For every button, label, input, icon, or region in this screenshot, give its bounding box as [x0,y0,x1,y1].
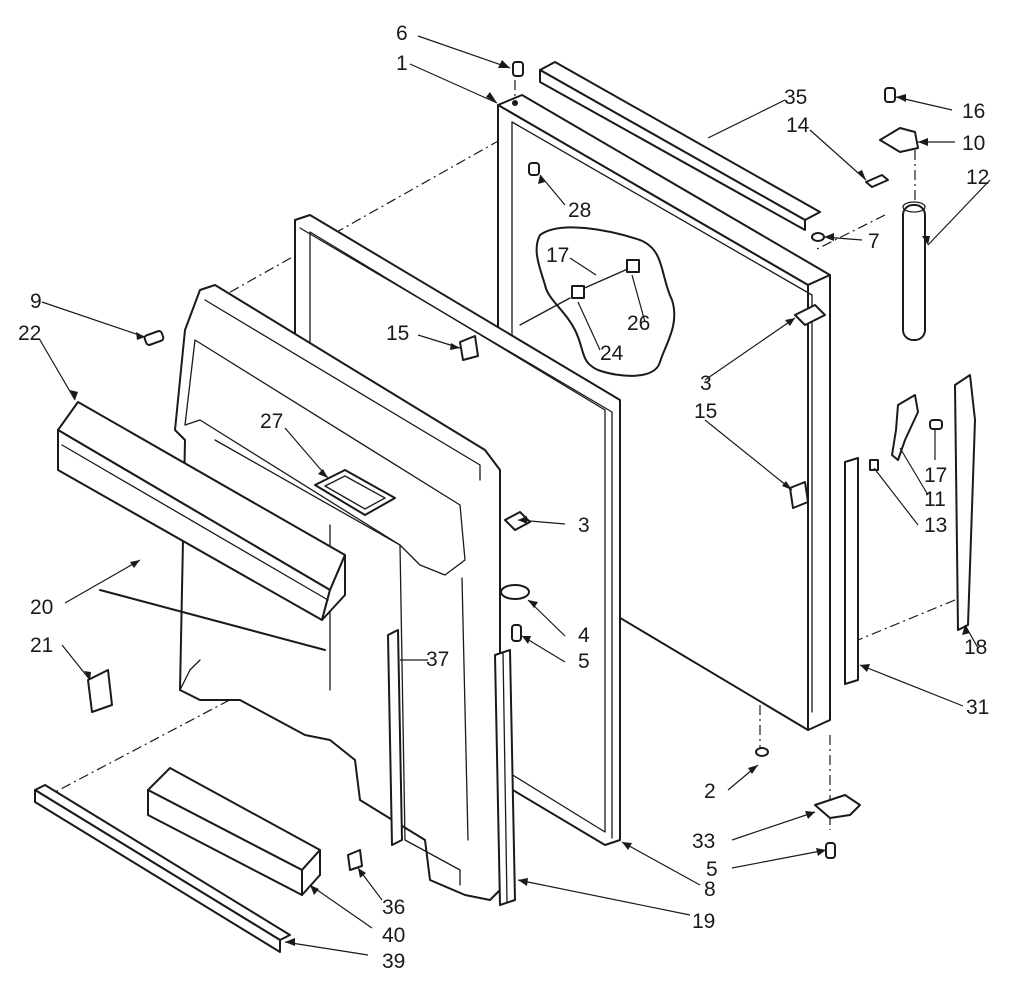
callout-17-inset: 17 [546,244,569,267]
top-trim [539,61,821,231]
callout-3-upper: 3 [700,372,712,395]
callout-22: 22 [18,322,41,345]
callout-26: 26 [627,312,650,335]
callout-5-lower: 5 [706,858,718,881]
liner-tray [314,469,396,516]
callout-8: 8 [704,878,716,901]
callout-2: 2 [704,780,716,803]
callout-21: 21 [30,634,53,657]
callout-15-right: 15 [694,400,717,423]
callout-33: 33 [692,830,715,853]
lower-door-bin [147,767,321,896]
callout-10: 10 [962,132,985,155]
bottom-door-strip [34,784,291,953]
callout-13: 13 [924,514,947,537]
handle-tube [902,201,926,341]
callout-20: 20 [30,596,53,619]
callout-31: 31 [966,696,989,719]
detail-inset [519,226,676,377]
callout-3-lower: 3 [578,514,590,537]
callout-12: 12 [966,166,989,189]
callout-1: 1 [396,52,408,75]
callout-15-left: 15 [386,322,409,345]
callout-6: 6 [396,22,408,45]
callout-11: 11 [924,488,946,511]
callout-36: 36 [382,896,405,919]
callout-40: 40 [382,924,405,947]
callout-7: 7 [868,230,880,253]
callout-9: 9 [30,290,42,313]
callout-28: 28 [568,199,591,222]
door-shelf-bin [57,401,346,651]
callout-labels: 6 1 35 16 14 10 12 28 7 17 26 24 9 22 15… [18,22,989,973]
callout-35: 35 [784,86,807,109]
callout-27: 27 [260,410,283,433]
shelf-rail [387,629,403,846]
callout-19: 19 [692,910,715,933]
callout-14: 14 [786,114,810,137]
callout-37: 37 [426,648,449,671]
callout-16: 16 [962,100,985,123]
leader-lines [39,35,991,956]
callout-39: 39 [382,950,405,973]
callout-18: 18 [964,636,987,659]
callout-24: 24 [600,342,624,365]
right-trim-31 [844,457,859,685]
hardware [87,61,943,871]
callout-5-upper: 5 [578,650,590,673]
hinge-side-strip [494,649,516,906]
right-trim-18 [954,374,976,631]
callout-17-right: 17 [924,464,947,487]
callout-4: 4 [578,624,590,647]
